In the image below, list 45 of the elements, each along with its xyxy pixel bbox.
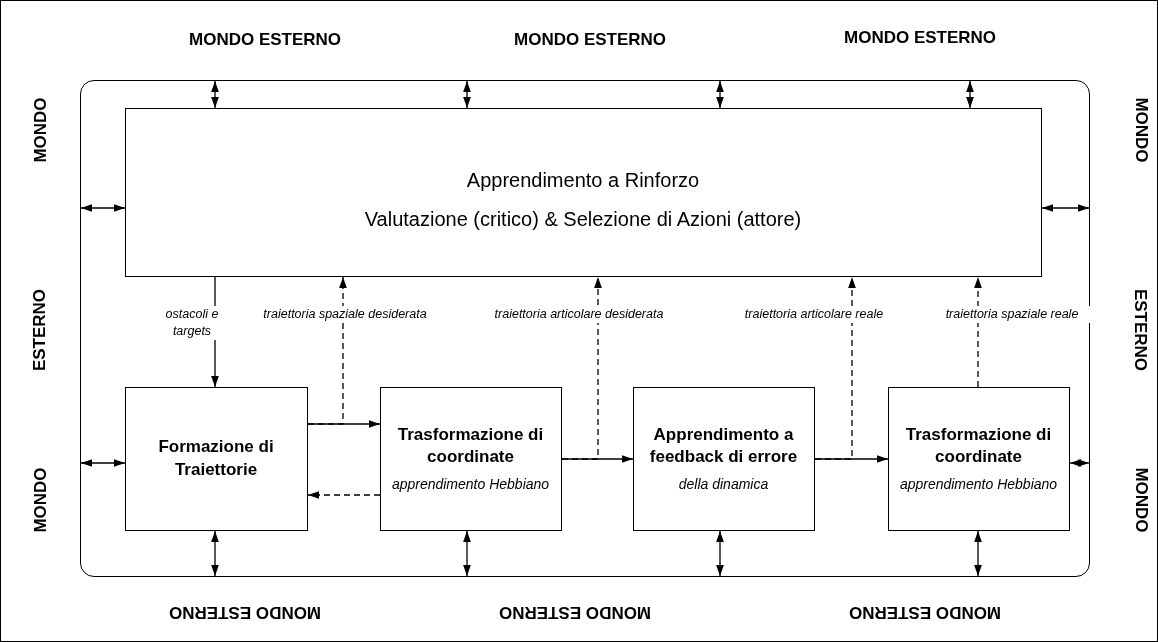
world-label: MONDO ESTERNO bbox=[844, 28, 997, 48]
double-arrow bbox=[463, 80, 471, 109]
world-label: MONDO ESTERNO bbox=[514, 30, 667, 50]
dashed-arrow bbox=[974, 276, 982, 388]
process-box bbox=[124, 386, 308, 531]
double-arrow bbox=[80, 204, 126, 212]
world-label: ESTERNO bbox=[30, 288, 51, 372]
world-label: ESTERNO bbox=[1130, 288, 1151, 372]
double-arrow bbox=[716, 530, 724, 577]
process-box bbox=[887, 386, 1070, 531]
process-box bbox=[124, 107, 1042, 277]
box-title: Trasformazione di coordinate bbox=[396, 424, 545, 469]
world-label: MONDO ESTERNO bbox=[189, 30, 342, 50]
world-label: MONDO bbox=[30, 467, 51, 533]
box-title: Apprendimento a feedback di errore bbox=[648, 424, 799, 469]
process-box bbox=[379, 386, 562, 531]
box-title: Apprendimento a Rinforzo bbox=[466, 168, 700, 193]
box-subtitle: Valutazione (critico) & Selezione di Azioni (attore) bbox=[364, 207, 802, 231]
double-arrow bbox=[974, 530, 982, 577]
double-arrow bbox=[1041, 204, 1090, 212]
box-title: Formazione di Traiettorie bbox=[157, 436, 275, 481]
process-box bbox=[632, 386, 815, 531]
double-arrow bbox=[1069, 459, 1090, 467]
world-label: MONDO ESTERNO bbox=[849, 602, 1002, 622]
double-arrow bbox=[80, 459, 126, 467]
dashed-arrow bbox=[307, 276, 347, 425]
dashed-arrow bbox=[561, 276, 602, 460]
arrow bbox=[211, 276, 219, 388]
double-arrow bbox=[211, 80, 219, 109]
double-arrow bbox=[716, 80, 724, 109]
system-boundary-box bbox=[80, 80, 1090, 577]
dashed-arrow bbox=[814, 276, 856, 460]
box-subtitle: apprendimento Hebbiano bbox=[899, 476, 1058, 493]
box-subtitle: apprendimento Hebbiano bbox=[391, 476, 550, 493]
world-label: MONDO ESTERNO bbox=[499, 602, 652, 622]
dashed-arrow bbox=[307, 491, 381, 499]
double-arrow bbox=[966, 80, 974, 109]
box-subtitle: della dinamica bbox=[678, 476, 769, 493]
world-label: MONDO bbox=[1130, 467, 1151, 533]
world-label: MONDO bbox=[1130, 97, 1151, 163]
world-label: MONDO bbox=[30, 97, 51, 163]
world-label: MONDO ESTERNO bbox=[169, 602, 322, 622]
double-arrow bbox=[211, 530, 219, 577]
box-title: Trasformazione di coordinate bbox=[904, 424, 1053, 469]
double-arrow bbox=[463, 530, 471, 577]
